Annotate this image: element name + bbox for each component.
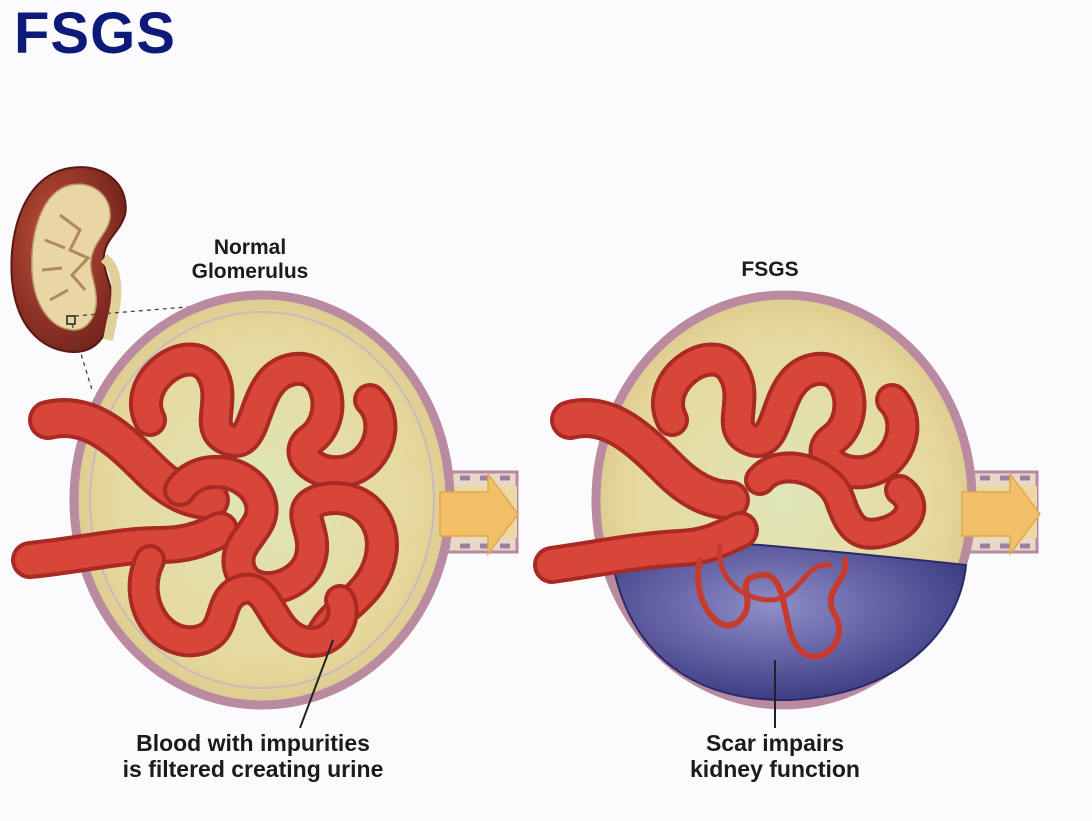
normal-glomerulus-heading: Normal Glomerulus xyxy=(170,236,330,284)
capillary-tuft xyxy=(127,342,399,658)
blood-caption: Blood with impurities is filtered creati… xyxy=(88,730,418,783)
scar-caption: Scar impairs kidney function xyxy=(640,730,910,783)
zoom-guide-lines xyxy=(71,305,201,391)
blood-caption-line1: Blood with impurities xyxy=(136,730,370,756)
fsgs-glomerulus xyxy=(533,290,1041,728)
normal-heading-line1: Normal xyxy=(213,236,287,259)
fsgs-heading: FSGS xyxy=(741,258,799,281)
kidney-icon xyxy=(10,166,127,354)
blood-leader-line xyxy=(299,639,334,729)
slide-title: FSGS xyxy=(14,1,176,66)
scar-caption-line1: Scar impairs xyxy=(705,730,845,756)
urine-arrow-icon xyxy=(439,471,519,557)
normal-glomerulus xyxy=(11,290,519,729)
normal-heading-line2: Glomerulus xyxy=(191,260,309,284)
urine-arrow-icon xyxy=(961,471,1041,557)
capillary-tuft xyxy=(651,342,927,660)
scar-caption-line2: kidney function xyxy=(690,756,860,783)
blood-caption-line2: is filtered creating urine xyxy=(122,756,384,783)
